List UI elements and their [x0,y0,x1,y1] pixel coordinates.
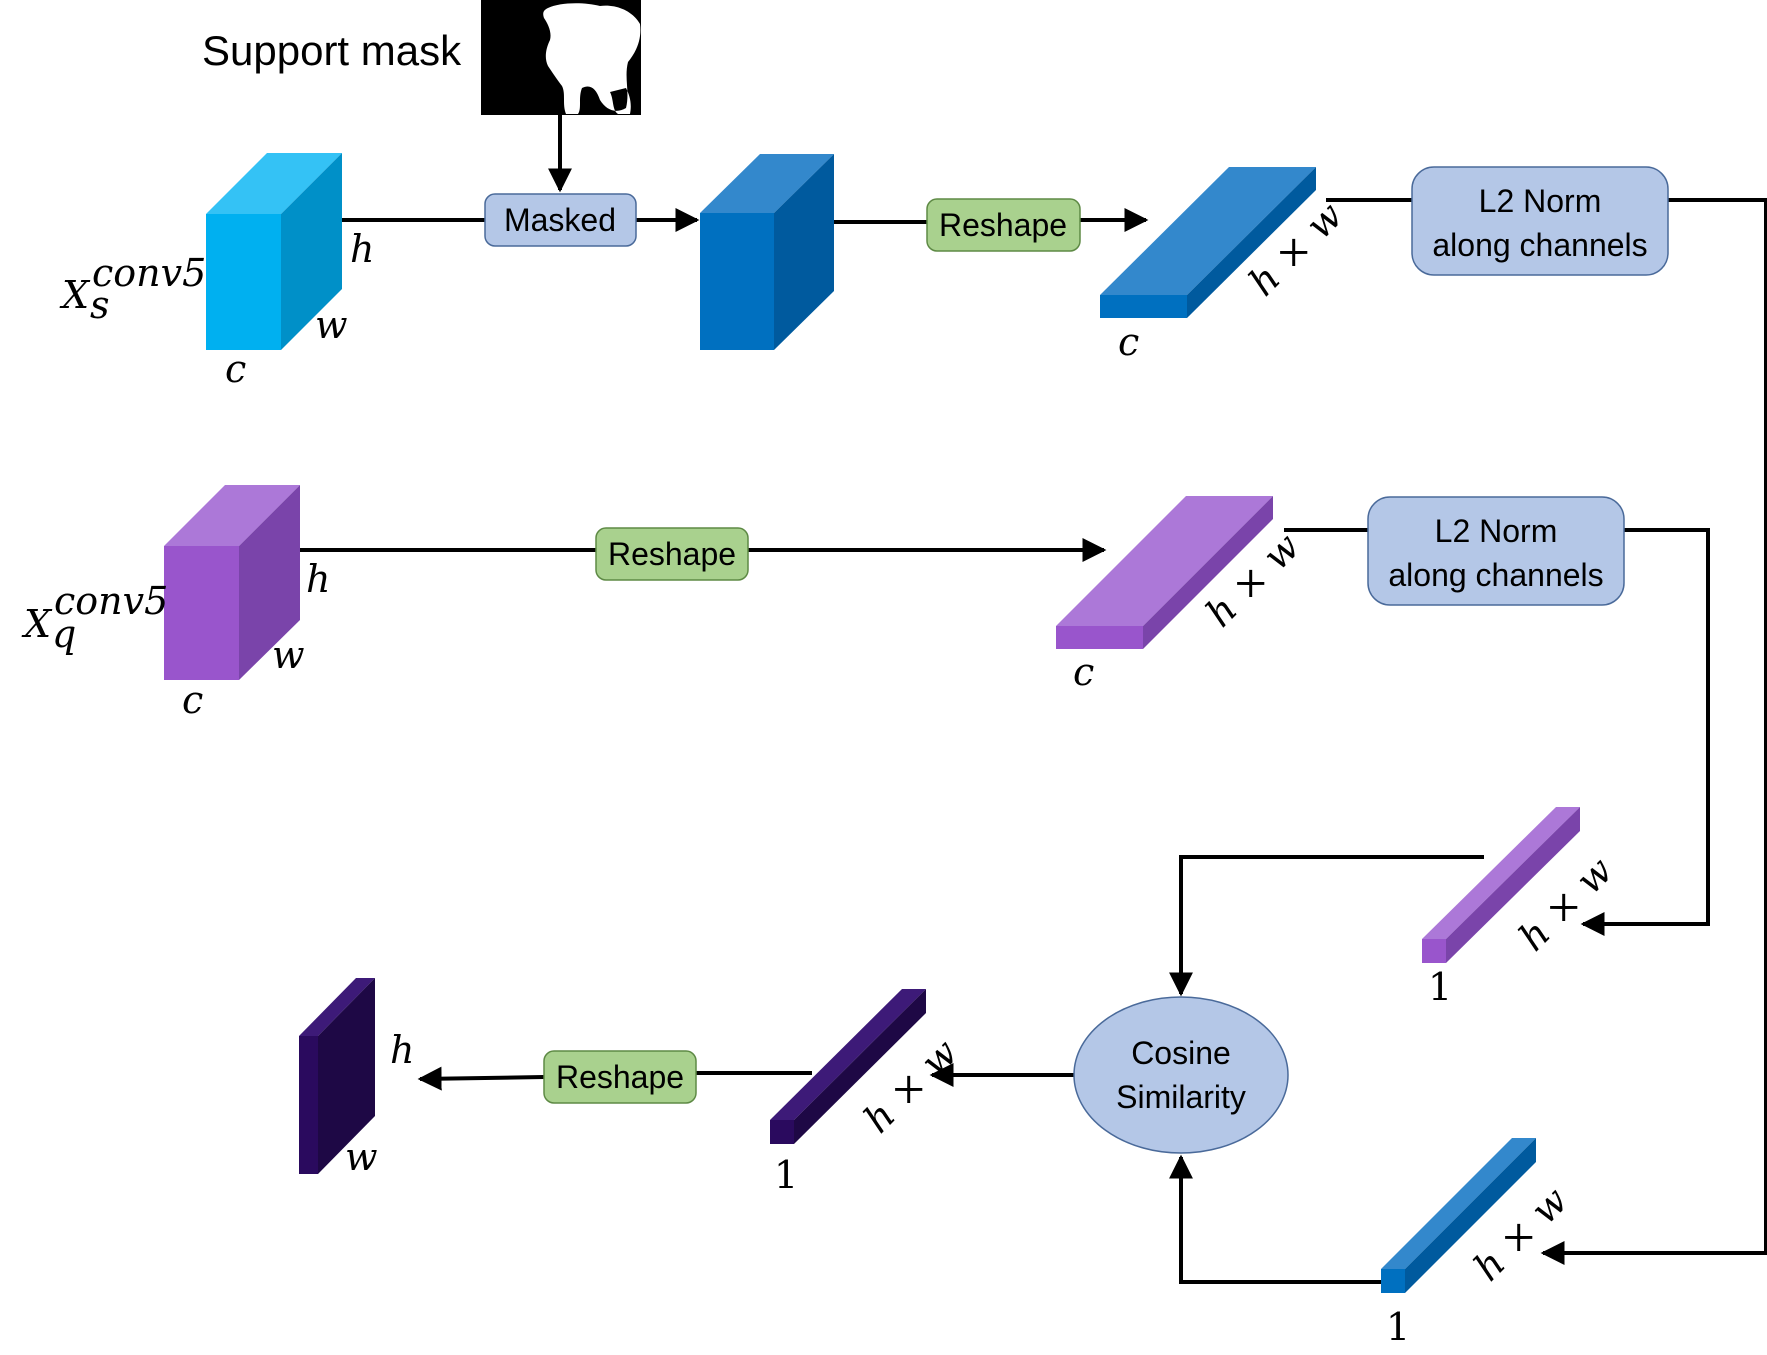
support-slab-c: c [1118,320,1139,364]
support-reshaped-slab [1100,167,1316,318]
l2norm-support-op: L2 Norm along channels [1411,166,1669,276]
masked-label: Masked [504,202,616,238]
query-tensor-sup: conv5 [54,579,168,623]
masked-op: Masked [484,193,637,247]
similarity-vector [770,989,926,1144]
query-tensor-var: X [21,602,53,646]
query-vector-one: 1 [1428,965,1452,1009]
l2norm-query-line2: along channels [1388,557,1603,593]
query-tensor-sub: q [52,612,76,656]
similarity-map-w: w [345,1135,378,1179]
support-cube-w: w [315,303,348,347]
query-normalized-vector [1422,807,1580,963]
query-cube-h: h [306,557,330,601]
query-cube-c: c [182,678,203,722]
reshape-query-op: Reshape [595,527,749,581]
support-tensor-sub: s [90,283,110,327]
support-normalized-vector [1381,1138,1536,1293]
similarity-map-h: h [390,1028,414,1072]
arrow-query-vector-to-cosine [1169,855,1484,997]
support-mask-image [481,0,641,115]
support-tensor-var: X [59,273,91,317]
support-vector-one: 1 [1386,1305,1410,1349]
arrow-l2-query-to-vector [1580,528,1710,936]
reshape-output-label: Reshape [556,1059,684,1095]
masked-feature-cube [700,154,834,350]
query-slab-c: c [1073,650,1094,694]
reshape-output-op: Reshape [543,1050,697,1104]
reshape-support-op: Reshape [926,198,1081,252]
reshape-query-label: Reshape [608,536,736,572]
support-cube-c: c [225,347,246,391]
query-feature-cube [164,485,300,680]
arrow-support-vector-to-cosine [1169,1154,1381,1284]
query-cube-w: w [272,633,305,677]
l2norm-support-line2: along channels [1432,227,1647,263]
cosine-line1: Cosine [1131,1035,1231,1071]
support-tensor-sup: conv5 [92,251,206,295]
similarity-map [299,978,375,1174]
arrow-reshape-to-output-map [417,1066,545,1091]
connectors [300,115,1767,1284]
cosine-line2: Similarity [1116,1079,1246,1115]
arrow-l2-support-to-vector [1540,198,1767,1265]
reshape-support-label: Reshape [939,207,1067,243]
l2norm-support-line1: L2 Norm [1479,183,1602,219]
l2norm-query-line1: L2 Norm [1435,513,1558,549]
support-mask-label: Support mask [202,27,462,74]
support-feature-cube [206,153,342,350]
cosine-similarity-op: Cosine Similarity [1073,996,1289,1154]
similarity-vector-one: 1 [774,1153,798,1197]
l2norm-query-op: L2 Norm along channels [1367,496,1625,606]
support-cube-h: h [350,227,374,271]
query-reshaped-slab [1056,496,1273,649]
